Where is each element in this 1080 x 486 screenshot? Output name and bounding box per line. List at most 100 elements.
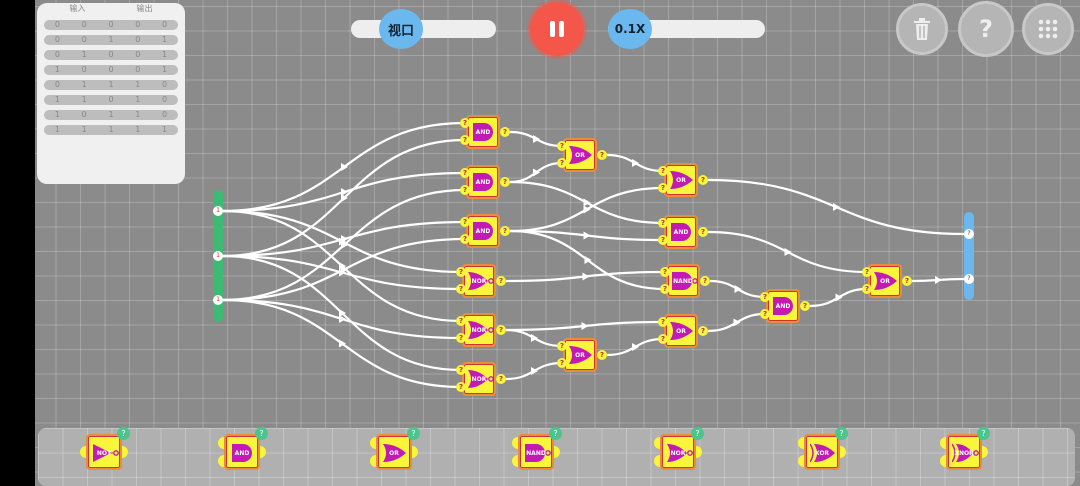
viewport-knob[interactable]: 视口 (379, 9, 423, 49)
gate-output-pin[interactable]: ? (698, 227, 708, 237)
speed-knob[interactable]: 0.1X (608, 9, 652, 49)
gate-input-pin[interactable]: ? (456, 267, 466, 277)
gate-output-pin[interactable]: ? (597, 350, 607, 360)
nor-gate[interactable]: NOR (462, 362, 496, 396)
gate-input-pin[interactable]: ? (460, 135, 470, 145)
palette-not[interactable]: NOT? (80, 427, 130, 470)
xnor-gate[interactable]: XNOR (946, 434, 982, 470)
menu-button[interactable] (1022, 3, 1074, 55)
gate-input-pin[interactable]: ? (557, 341, 567, 351)
and-gate[interactable]: AND (224, 434, 260, 470)
nand-gate[interactable]: NAND (666, 264, 700, 298)
viewport-slider[interactable]: 视口 (351, 9, 496, 49)
and-gate[interactable]: AND (766, 289, 800, 323)
truth-cell: 0 (54, 50, 60, 59)
gate-input-pin[interactable]: ? (660, 284, 670, 294)
gate-input-pin[interactable]: ? (456, 382, 466, 392)
info-badge[interactable]: ? (117, 427, 130, 440)
nor-gate[interactable]: NOR (462, 313, 496, 347)
gate-input-pin[interactable]: ? (456, 333, 466, 343)
truth-cell: 1 (54, 125, 60, 134)
gate-input-pin[interactable]: ? (456, 365, 466, 375)
palette-or[interactable]: OR? (370, 427, 420, 470)
gate-input-pin[interactable]: ? (557, 358, 567, 368)
gate-input-pin[interactable]: ? (760, 292, 770, 302)
output-pin[interactable]: ? (964, 229, 974, 239)
wire-arrow (935, 276, 942, 284)
gate-input-pin[interactable]: ? (760, 309, 770, 319)
info-badge[interactable]: ? (407, 427, 420, 440)
and-gate[interactable]: AND (466, 214, 500, 248)
xor-gate[interactable]: XOR (804, 434, 840, 470)
gate-input-pin[interactable]: ? (460, 118, 470, 128)
palette-xnor[interactable]: XNOR? (940, 427, 990, 470)
input-pin[interactable]: 1 (213, 295, 223, 305)
and-gate[interactable]: AND (664, 215, 698, 249)
truth-cell: 1 (108, 80, 114, 89)
pause-button[interactable] (530, 2, 584, 56)
gate-input-pin[interactable]: ? (660, 267, 670, 277)
output-pin[interactable]: ? (964, 274, 974, 284)
delete-button[interactable] (896, 3, 948, 55)
gate-input-pin[interactable]: ? (456, 284, 466, 294)
nand-gate[interactable]: NAND (518, 434, 554, 470)
palette-xor[interactable]: XOR? (798, 427, 848, 470)
or-gate[interactable]: OR (664, 314, 698, 348)
gate-output-pin[interactable]: ? (500, 127, 510, 137)
or-gate[interactable]: OR (664, 163, 698, 197)
gate-output-pin[interactable]: ? (700, 276, 710, 286)
and-gate[interactable]: AND (466, 165, 500, 199)
info-badge[interactable]: ? (691, 427, 704, 440)
not-gate[interactable]: NOT (86, 434, 122, 470)
gate-input-pin[interactable]: ? (658, 334, 668, 344)
gate-output-pin[interactable]: ? (496, 325, 506, 335)
or-gate[interactable]: OR (376, 434, 412, 470)
gate-input-pin[interactable]: ? (557, 158, 567, 168)
nor-gate[interactable]: NOR (660, 434, 696, 470)
gate-output-pin[interactable]: ? (500, 177, 510, 187)
gate-input-pin[interactable]: ? (557, 141, 567, 151)
gate-palette: NOT?AND?OR?NAND?NOR?XOR?XNOR? (38, 427, 1075, 486)
info-badge[interactable]: ? (835, 427, 848, 440)
gate-input-pin[interactable]: ? (862, 267, 872, 277)
or-gate[interactable]: OR (563, 338, 597, 372)
gate-input-pin[interactable]: ? (460, 217, 470, 227)
gate-input-pin[interactable]: ? (658, 183, 668, 193)
gate-output-pin[interactable]: ? (800, 301, 810, 311)
nor-gate[interactable]: NOR (462, 264, 496, 298)
and-gate[interactable]: AND (466, 115, 500, 149)
truth-cell: 0 (135, 35, 141, 44)
gate-input-pin[interactable]: ? (658, 317, 668, 327)
gate-output-pin[interactable]: ? (597, 150, 607, 160)
palette-nor[interactable]: NOR? (654, 427, 704, 470)
gate-output-pin[interactable]: ? (496, 276, 506, 286)
input-pin[interactable]: 1 (213, 251, 223, 261)
or-gate[interactable]: OR (563, 138, 597, 172)
palette-and[interactable]: AND? (218, 427, 268, 470)
speed-slider[interactable]: 0.1X (608, 9, 765, 49)
gate-input-pin[interactable]: ? (460, 185, 470, 195)
info-badge[interactable]: ? (977, 427, 990, 440)
gate-input-pin[interactable]: ? (456, 316, 466, 326)
palette-nand[interactable]: NAND? (512, 427, 562, 470)
input-pin[interactable]: 1 (213, 206, 223, 216)
gate-output-pin[interactable]: ? (496, 374, 506, 384)
gate-input-pin[interactable]: ? (658, 235, 668, 245)
gate-input-pin[interactable]: ? (658, 166, 668, 176)
truth-cell: 0 (108, 20, 114, 29)
info-badge[interactable]: ? (255, 427, 268, 440)
gate-output-pin[interactable]: ? (698, 326, 708, 336)
or-gate[interactable]: OR (868, 264, 902, 298)
info-badge[interactable]: ? (549, 427, 562, 440)
gate-input-pin[interactable]: ? (658, 218, 668, 228)
help-button[interactable]: ? (958, 1, 1014, 57)
gate-input-pin[interactable]: ? (460, 234, 470, 244)
gate-input-pin[interactable]: ? (460, 168, 470, 178)
circuit-canvas[interactable] (35, 0, 1080, 486)
truth-cell: 0 (162, 95, 168, 104)
gate-output-pin[interactable]: ? (698, 175, 708, 185)
gate-output-pin[interactable]: ? (500, 226, 510, 236)
gate-input-pin[interactable]: ? (862, 284, 872, 294)
gate-output-pin[interactable]: ? (902, 276, 912, 286)
